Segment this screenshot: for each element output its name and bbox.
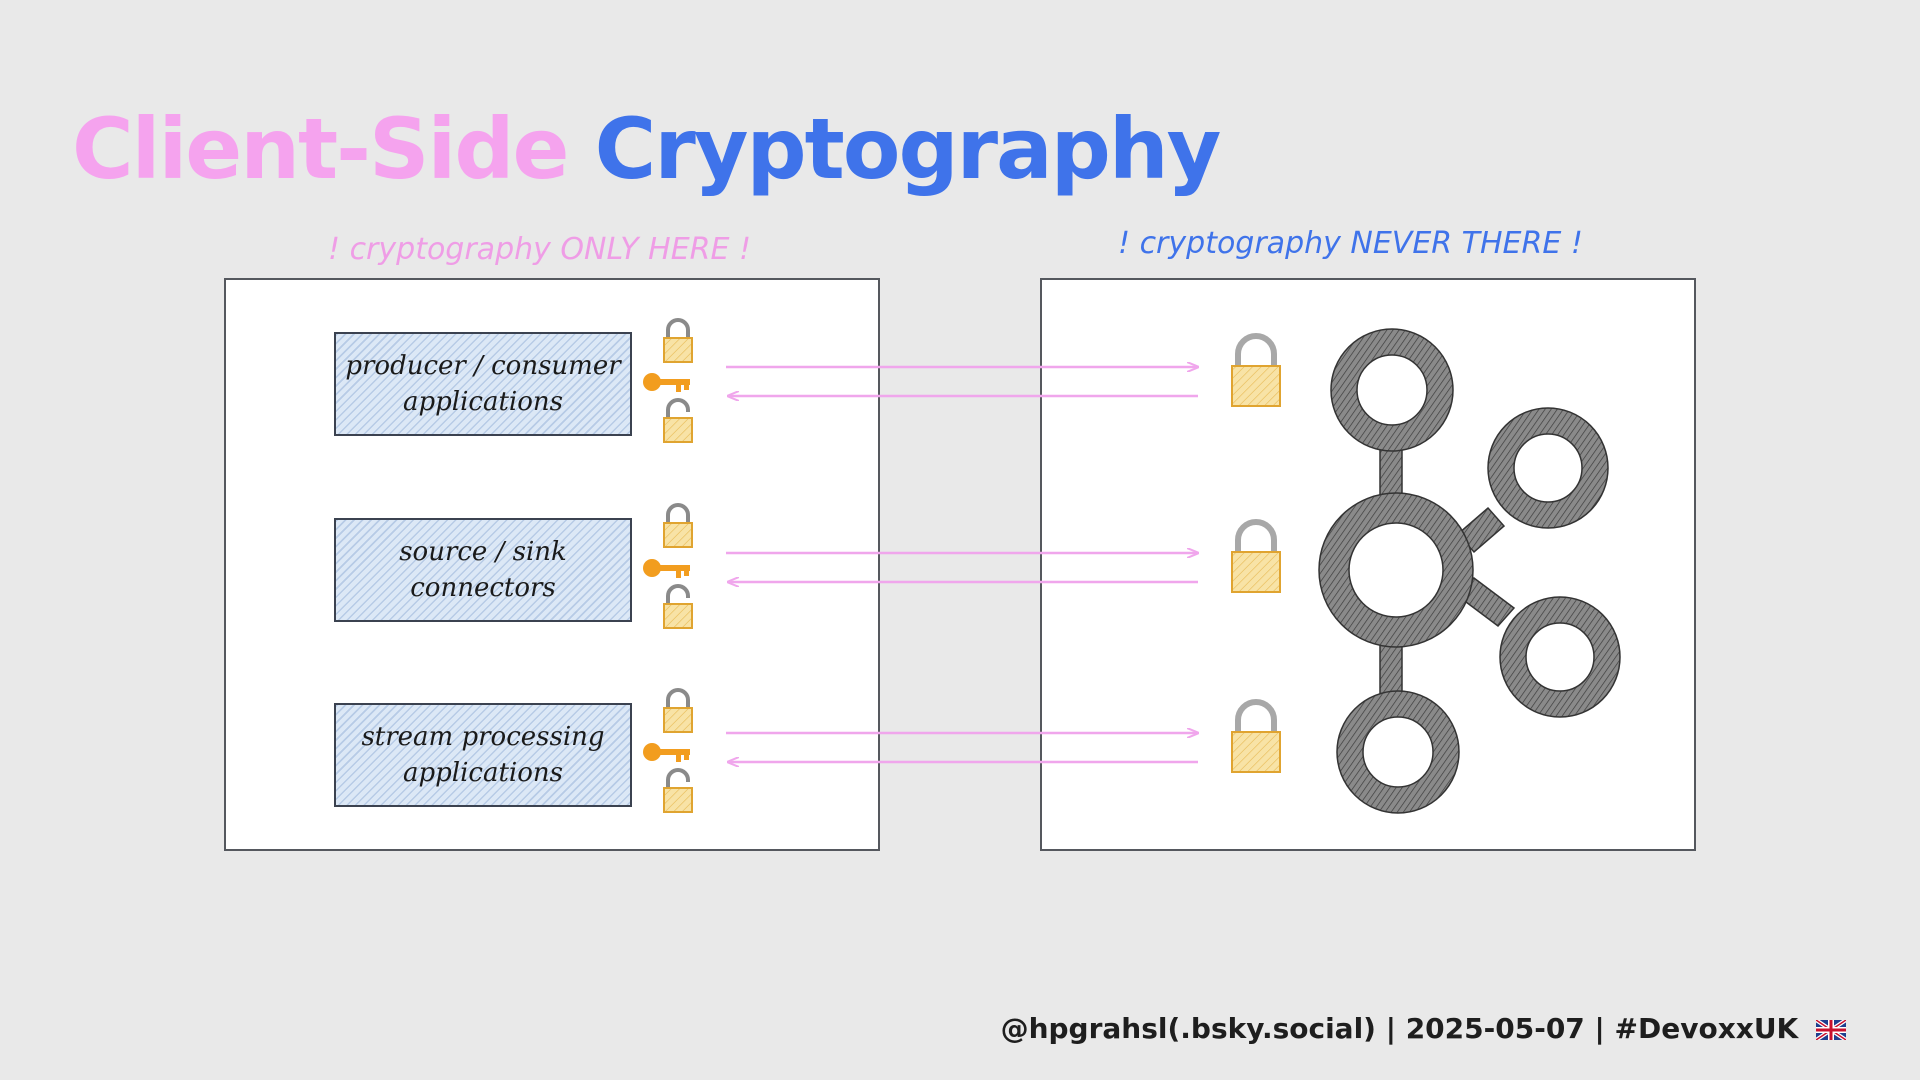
crypto-row-3 (643, 690, 1280, 812)
crypto-row-2 (643, 505, 1280, 628)
lock-icon (664, 690, 692, 732)
unlock-icon (664, 400, 692, 442)
uk-flag-icon (1816, 1020, 1846, 1040)
footer-credits: @hpgrahsl(.bsky.social) | 2025-05-07 | #… (1001, 1012, 1846, 1045)
lock-icon (1232, 522, 1280, 592)
crypto-row-1 (643, 320, 1280, 442)
key-icon (643, 559, 690, 578)
unlock-icon (664, 770, 692, 812)
lock-icon (664, 320, 692, 362)
lock-icon (1232, 702, 1280, 772)
key-icon (643, 743, 690, 762)
footer-text: @hpgrahsl(.bsky.social) | 2025-05-07 | #… (1001, 1012, 1799, 1045)
kafka-cluster-icon (1319, 329, 1620, 813)
lock-icon (664, 505, 692, 547)
unlock-icon (664, 586, 692, 628)
lock-icon (1232, 336, 1280, 406)
key-icon (643, 373, 690, 392)
